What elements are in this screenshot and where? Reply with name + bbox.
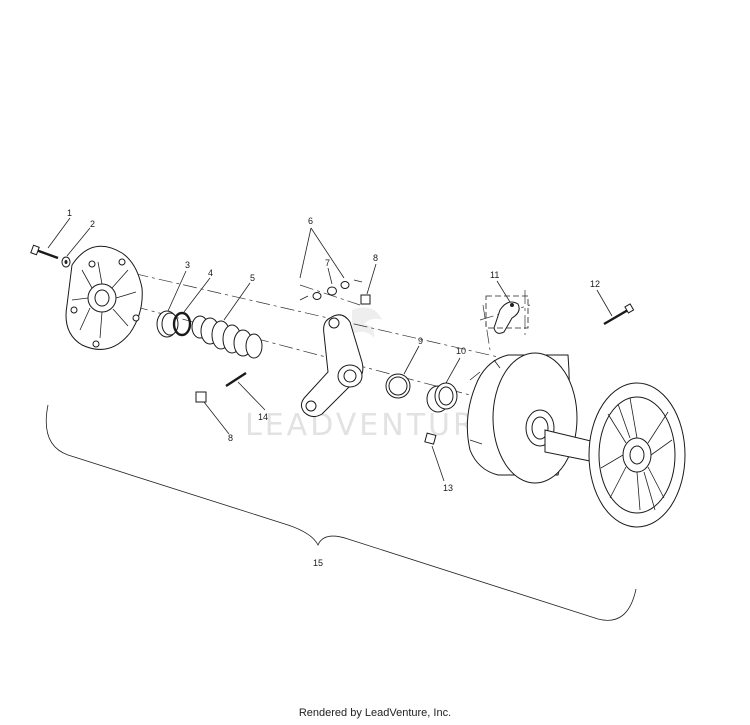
callout-15: 15 — [313, 558, 323, 568]
part-1-bolt — [30, 244, 59, 260]
part-8-nut-upper — [360, 294, 371, 305]
callout-3: 3 — [185, 260, 190, 270]
callout-14: 14 — [258, 412, 268, 422]
callout-8-lower: 8 — [228, 433, 233, 443]
part-11-weight — [485, 295, 529, 334]
part-9-ring — [385, 373, 411, 399]
callout-13: 13 — [443, 483, 453, 493]
callout-12: 12 — [590, 279, 600, 289]
callout-7: 7 — [325, 258, 330, 268]
part-14-pin — [225, 371, 247, 388]
callout-9: 9 — [418, 336, 423, 346]
part-12-pin — [603, 303, 635, 326]
part-fixed-sheave — [544, 382, 686, 528]
footer-credit: Rendered by LeadVenture, Inc. — [298, 707, 452, 719]
part-spider-arm — [300, 314, 364, 418]
callout-labels: 1 2 3 4 5 6 7 8 9 10 11 12 13 14 8 15 — [67, 208, 600, 568]
callout-11: 11 — [490, 270, 499, 280]
watermark-logo — [352, 307, 382, 338]
callout-2: 2 — [90, 219, 95, 229]
watermark: LEADVENTURE — [245, 408, 499, 443]
part-5-spring — [191, 315, 263, 359]
part-2-washer — [61, 256, 71, 268]
part-8-nut-lower — [195, 391, 207, 403]
callout-8-upper: 8 — [373, 253, 378, 263]
leader-lines — [47, 217, 613, 482]
callout-6: 6 — [308, 216, 313, 226]
part-cover-plate — [65, 245, 143, 350]
part-3-ring — [156, 310, 179, 338]
part-6-7-hardware — [299, 279, 363, 301]
part-13-nut — [424, 432, 437, 445]
callout-10: 10 — [456, 346, 466, 356]
callout-4: 4 — [208, 268, 213, 278]
part-moveable-sheave — [466, 352, 578, 484]
part-10-bushing — [426, 382, 458, 413]
part-4-o-ring — [172, 311, 192, 337]
callout-5: 5 — [250, 273, 255, 283]
assembly-bracket — [45, 404, 637, 621]
callout-1: 1 — [67, 208, 72, 218]
